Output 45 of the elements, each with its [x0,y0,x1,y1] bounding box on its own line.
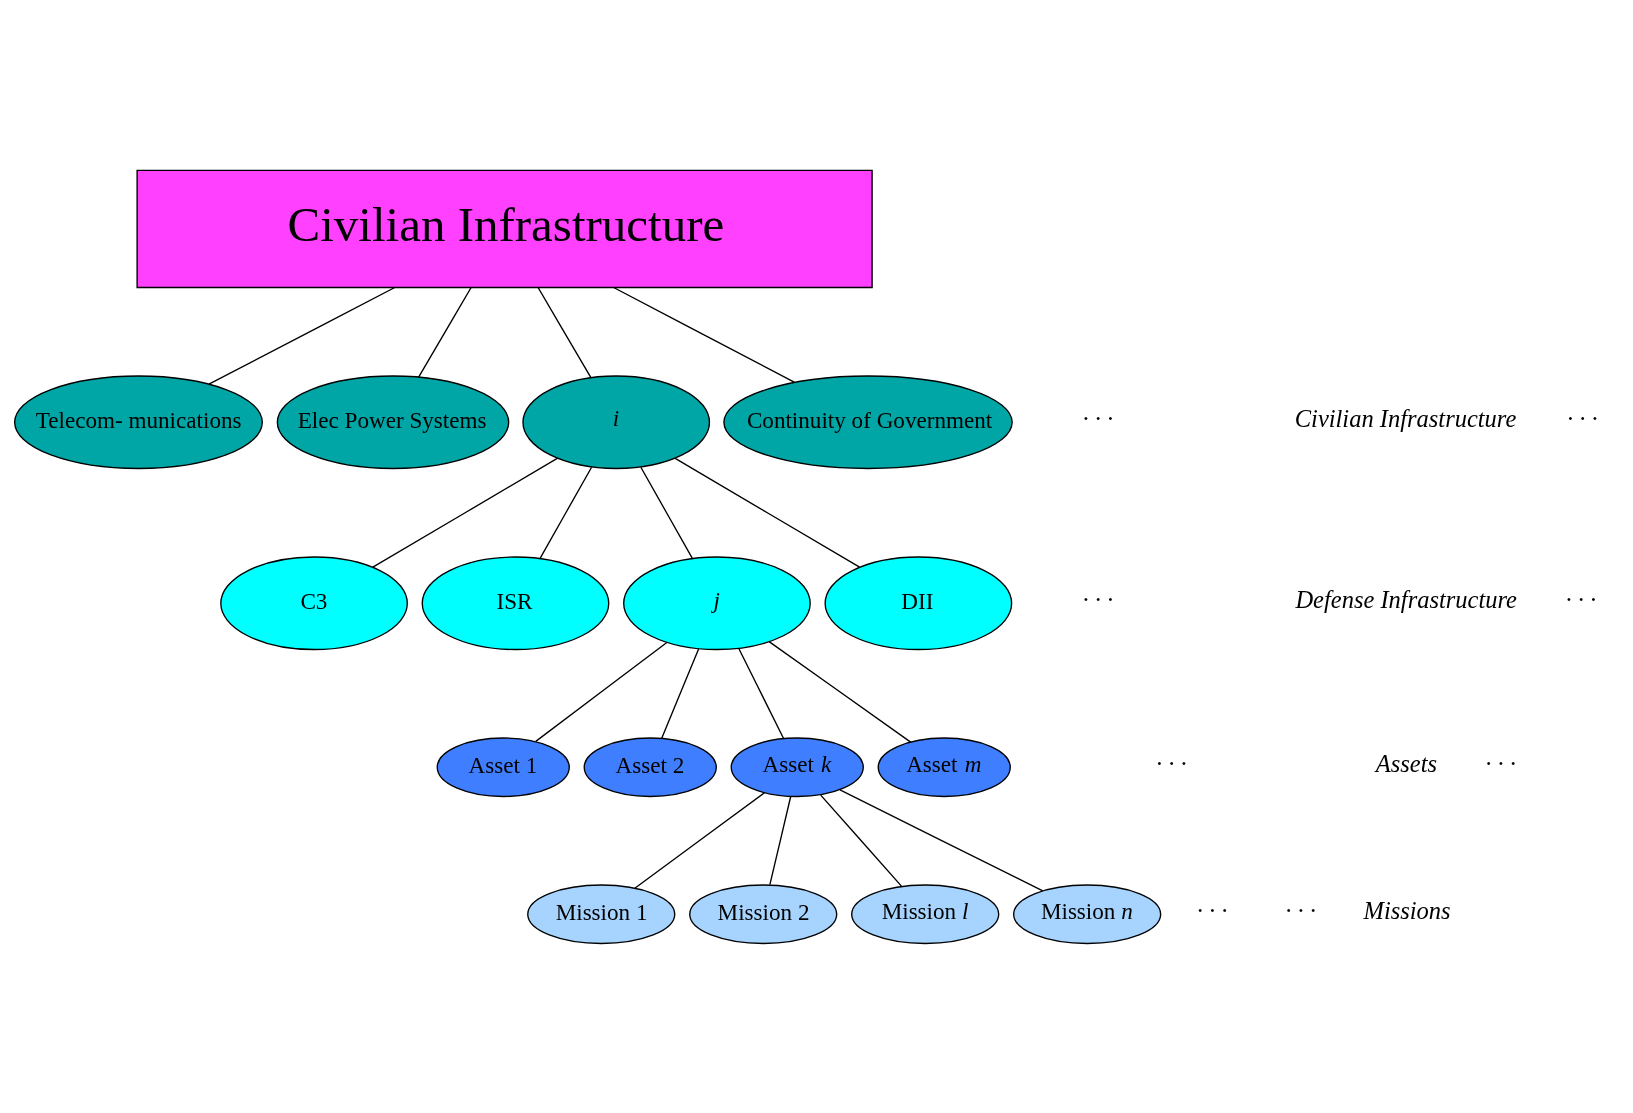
label: Missions [1362,896,1451,924]
connector [371,457,558,568]
connector [536,286,592,378]
node-ellipse: Asset m [877,736,1011,797]
node-ellipse: j [622,555,811,650]
connector [534,641,667,742]
node-ellipse: C3 [219,555,408,650]
label: Defense Infrastructure [1294,585,1517,613]
node-ellipse: Mission l [850,883,999,944]
connector [737,647,784,739]
connector [838,788,1043,891]
connector [207,286,395,385]
node-ellipse: Continuity of Government [722,374,1013,469]
label: Assets [1375,749,1437,777]
label: · · · [1196,896,1227,924]
connector [819,793,902,887]
label: · · · [1155,749,1187,777]
node-ellipse: DII [823,555,1012,650]
node-ellipse: Telecom- munications [13,374,263,469]
connector [660,647,699,739]
connector [612,286,795,383]
label: · · · [1565,585,1596,613]
connector [633,791,765,889]
node-ellipse: Mission 1 [526,883,675,944]
node-ellipse: Asset 1 [436,736,570,797]
connector [639,466,693,559]
connector [768,795,791,885]
label: · · · [1284,896,1316,924]
connector [767,640,911,743]
node-box: Civilian Infrastructure [135,169,873,288]
label: · · · [1081,404,1113,432]
label: · · · [1081,585,1113,613]
label: Civilian Infrastructure [1294,404,1516,432]
connector [417,286,472,378]
node-ellipse: Asset 2 [583,736,717,797]
node-ellipse: i [521,374,710,469]
node-ellipse: Mission n [1012,883,1161,944]
node-ellipse: Mission 2 [688,883,837,944]
node-ellipse: Elec Power Systems [276,374,509,469]
connector [539,466,592,559]
node-ellipse: ISR [421,555,609,650]
label: · · · [1566,404,1598,432]
connector [674,457,860,568]
label: · · · [1484,749,1516,777]
node-ellipse: Asset k [730,736,864,797]
